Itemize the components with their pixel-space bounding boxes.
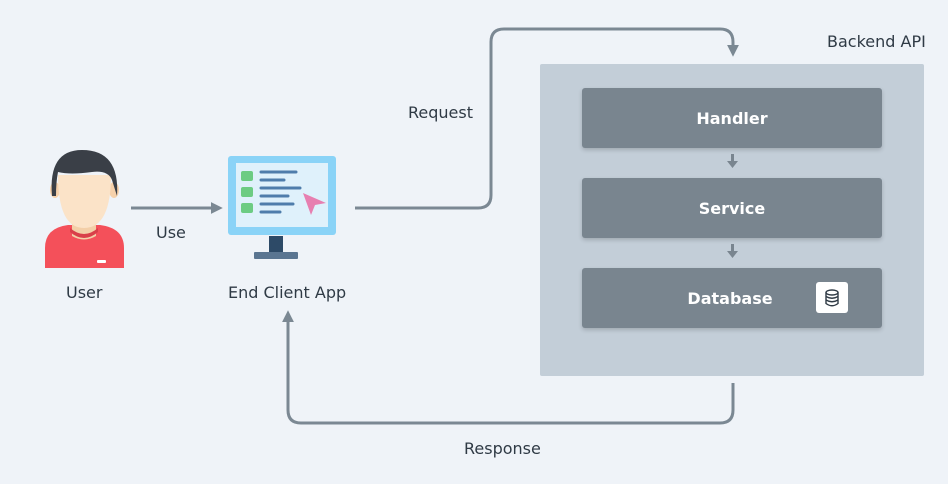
use-label: Use xyxy=(156,223,186,242)
service-to-database-arrow xyxy=(731,244,734,252)
service-label: Service xyxy=(698,198,766,218)
handler-to-service-arrow xyxy=(731,154,734,162)
response-label: Response xyxy=(464,439,541,458)
client-app-label: End Client App xyxy=(228,283,347,302)
service-layer: Service xyxy=(582,178,882,238)
database-label: Database xyxy=(687,288,773,308)
request-label: Request xyxy=(408,103,473,122)
database-icon xyxy=(816,282,848,313)
handler-label: Handler xyxy=(696,108,768,128)
handler-layer: Handler xyxy=(582,88,882,148)
database-layer: Database xyxy=(582,268,882,328)
backend-api-label: Backend API xyxy=(827,32,926,51)
response-arrow xyxy=(282,310,735,425)
user-label: User xyxy=(66,283,103,302)
request-arrow xyxy=(355,27,739,210)
